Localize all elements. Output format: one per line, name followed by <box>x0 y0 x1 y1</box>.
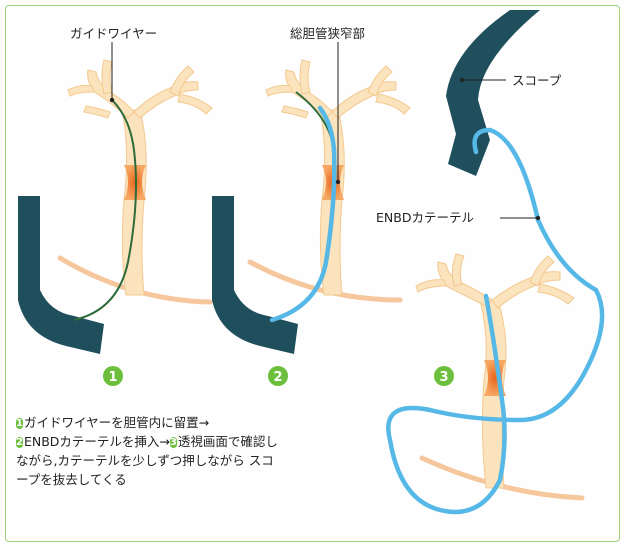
label-stricture: 総胆管狭窄部 <box>290 26 365 41</box>
caption-step-3: 3 <box>170 437 177 448</box>
caption-part-2: ENBDカテーテルを挿入→ <box>24 434 170 449</box>
label-scope: スコープ <box>512 73 562 88</box>
panel-2: 総胆管狭窄部 2 <box>212 26 410 386</box>
scope <box>212 196 298 354</box>
step-number-3: 3 <box>439 370 448 385</box>
panel-3: スコープ ENBDカテーテル 3 <box>376 10 602 512</box>
caption-step-2: 2 <box>16 437 23 448</box>
caption-part-1: ガイドワイヤーを胆管内に留置→ <box>24 415 209 430</box>
label-guidewire: ガイドワイヤー <box>70 26 157 41</box>
label-enbd-catheter: ENBDカテーテル <box>376 210 474 225</box>
step-number-2: 2 <box>273 370 282 385</box>
scope <box>446 10 540 176</box>
panel-1: ガイドワイヤー 1 <box>18 26 212 386</box>
caption-step-1: 1 <box>16 418 23 429</box>
step-number-1: 1 <box>108 370 117 385</box>
caption: 1ガイドワイヤーを胆管内に留置→ 2ENBDカテーテルを挿入→3透視画面で確認し… <box>16 413 286 489</box>
